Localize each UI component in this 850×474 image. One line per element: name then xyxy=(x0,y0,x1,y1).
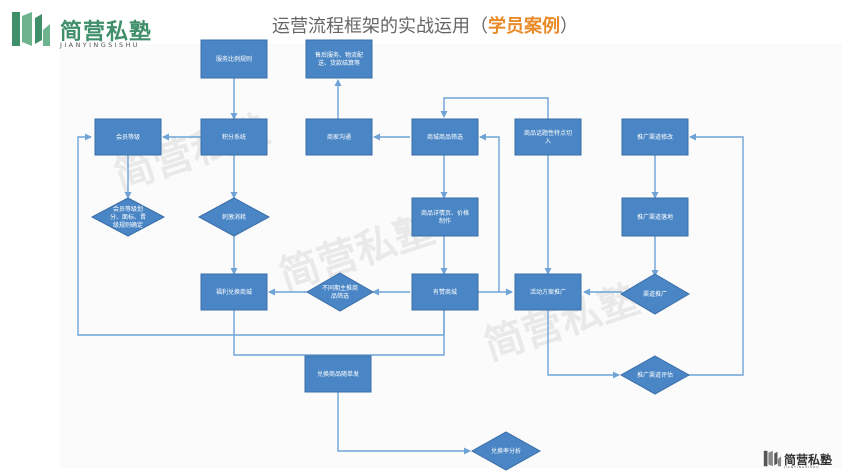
node-campaign-promo xyxy=(514,273,582,311)
node-label-n2-line-1: 售后服务、物流配 xyxy=(315,51,363,59)
node-label-n7-line-1: 商品话题性特点切 xyxy=(524,129,572,137)
node-label-n12-line-1: 推广渠道落地 xyxy=(637,213,673,221)
node-member-level xyxy=(94,118,162,156)
node-welfare-mall xyxy=(200,273,268,311)
footer-brand-name: 简营私塾 xyxy=(784,453,833,467)
node-label-n16-line-1: 活动方案推广 xyxy=(530,288,566,296)
edge-n19-n8 xyxy=(687,133,744,376)
node-label-n11-line-1: 商品详情页、价格 xyxy=(421,209,469,217)
node-label-n9-line-2: 分、面标、晋 xyxy=(110,213,146,221)
logo-mark-icon xyxy=(12,12,50,46)
edge-n18-n20 xyxy=(337,392,471,455)
node-merchant-comm xyxy=(305,118,373,156)
node-label-n14-line-1: 不同期主推商 xyxy=(322,284,358,292)
node-label-n9-line-1: 会员等级划 xyxy=(113,205,143,213)
brand-name: 简营私塾 xyxy=(60,20,153,45)
node-label-n15-line-1: 有赞商城 xyxy=(433,288,457,296)
node-channel-promo xyxy=(620,273,690,315)
node-channel-land xyxy=(621,197,689,237)
node-label-n6-line-1: 商城商品筛选 xyxy=(427,133,463,141)
slide-title: 运营流程框架的实战运用（学员案例） xyxy=(0,12,850,38)
footer-logo: 简营私塾 JIANYINGSISHU xyxy=(762,448,848,470)
nodes xyxy=(90,39,691,471)
node-topic-feature xyxy=(514,118,582,156)
node-label-n7-line-2: 入 xyxy=(545,138,551,145)
footer-brand-sub: JIANYINGSISHU xyxy=(784,465,820,469)
node-label-n14-line-2: 品筛选 xyxy=(331,292,349,300)
node-points-system xyxy=(200,118,268,156)
node-detail-page xyxy=(411,197,479,237)
diagram-background xyxy=(60,44,842,468)
node-redeem-ship xyxy=(304,355,372,393)
node-channel-eval xyxy=(619,355,691,395)
node-member-rules xyxy=(90,197,166,237)
node-label-n3-line-1: 会员等级 xyxy=(116,133,140,141)
title-close: ） xyxy=(560,16,578,37)
title-highlight: 学员案例 xyxy=(488,16,560,37)
node-label-n4-line-1: 积分系统 xyxy=(222,133,246,141)
node-label-n8-line-1: 推广渠道修改 xyxy=(637,133,673,141)
node-product-filter xyxy=(411,118,479,156)
edge-n15-n18 xyxy=(338,310,445,356)
node-label-n13-line-1: 福利兑换商城 xyxy=(216,288,252,296)
edge-n16-n19 xyxy=(547,310,620,379)
node-label-n1-line-1: 服务比例规则 xyxy=(216,55,252,63)
title-main: 运营流程框架的实战运用（ xyxy=(272,16,488,37)
edge-n16-n6 xyxy=(479,133,500,292)
node-label-n17-line-1: 渠道推广 xyxy=(643,290,667,298)
node-service-ratio xyxy=(200,39,268,79)
node-label-n10-line-1: 刺激消耗 xyxy=(222,213,246,221)
node-label-n2-line-2: 送、货款结算等 xyxy=(318,59,360,67)
node-label-n19-line-1: 推广渠道评估 xyxy=(637,371,673,379)
brand-logo: 简营私塾 JIANYINGSISHU xyxy=(8,10,168,52)
footer-logo-mark-icon xyxy=(763,450,782,467)
brand-sub: JIANYINGSISHU xyxy=(60,41,140,49)
node-label-n9-line-3: 级规则确定 xyxy=(113,221,143,229)
edges xyxy=(77,78,744,455)
node-youzan-mall xyxy=(411,273,479,311)
node-label-n11-line-2: 制作 xyxy=(439,217,451,225)
node-labels: 服务比例规则售后服务、物流配送、货款结算等会员等级积分系统商家沟通商城商品筛选商… xyxy=(110,51,673,455)
node-stimulate xyxy=(197,197,271,237)
node-redeem-analysis xyxy=(470,431,542,471)
node-label-n5-line-1: 商家沟通 xyxy=(327,133,351,141)
node-label-n20-line-1: 兑换率分析 xyxy=(491,447,521,455)
node-channel-modify xyxy=(621,118,689,156)
node-label-n18-line-1: 兑换商品随单发 xyxy=(317,370,359,378)
node-period-select xyxy=(305,272,375,312)
edge-n7-n6-top xyxy=(440,97,549,119)
node-after-sales xyxy=(305,39,373,79)
